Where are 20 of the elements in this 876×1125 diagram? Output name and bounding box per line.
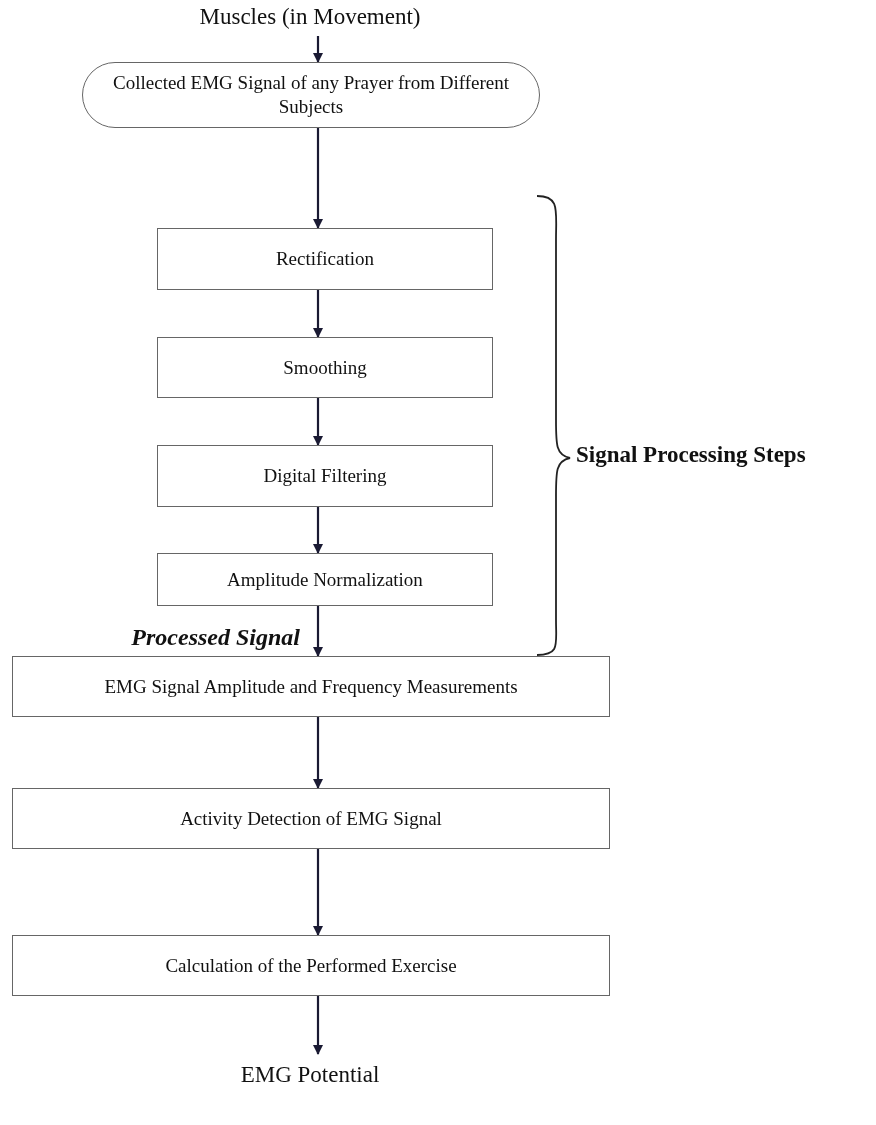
arrow xyxy=(313,290,323,338)
arrow xyxy=(313,36,323,63)
process-box: Calculation of the Performed Exercise xyxy=(12,935,610,996)
annotation-text: Signal Processing Steps xyxy=(576,442,806,468)
process-box: Activity Detection of EMG Signal xyxy=(12,788,610,849)
node-text: EMG Potential xyxy=(160,1058,460,1092)
terminal-box: Collected EMG Signal of any Prayer from Different Subjects xyxy=(82,62,540,128)
process-box: Smoothing xyxy=(157,337,493,398)
arrow xyxy=(313,606,323,657)
process-box: Rectification xyxy=(157,228,493,290)
process-box: EMG Signal Amplitude and Frequency Measurements xyxy=(12,656,610,717)
arrow xyxy=(313,507,323,554)
process-box: Digital Filtering xyxy=(157,445,493,507)
arrow xyxy=(313,996,323,1055)
arrow xyxy=(313,128,323,229)
arrow xyxy=(313,849,323,936)
arrow xyxy=(313,398,323,446)
node-text: Muscles (in Movement) xyxy=(160,0,460,34)
process-box: Amplitude Normalization xyxy=(157,553,493,606)
arrow xyxy=(313,717,323,789)
